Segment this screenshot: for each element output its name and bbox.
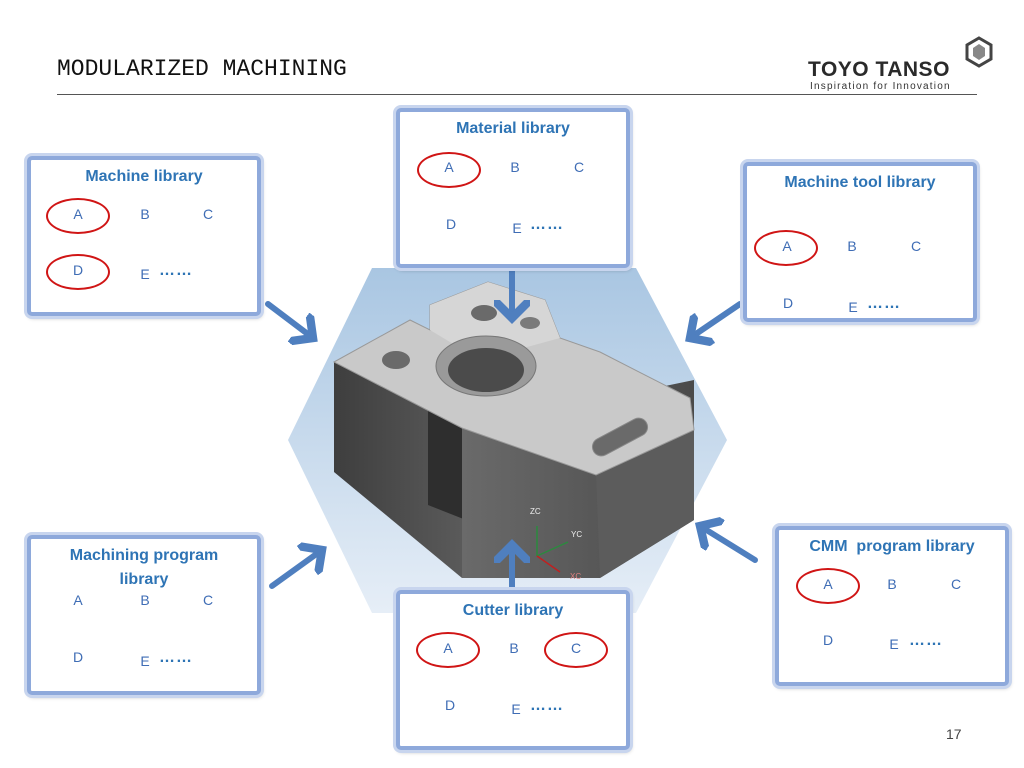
axis-label-zc: ZC xyxy=(530,507,541,516)
machine-tool-item-b[interactable]: B xyxy=(847,238,857,254)
machine-tool-library-box: Machine tool library A B C D E …… xyxy=(743,162,977,322)
cutter-item-e[interactable]: E xyxy=(511,701,521,717)
page-number: 17 xyxy=(946,726,962,742)
material-item-a[interactable]: A xyxy=(444,159,454,175)
arrow-from-cmm xyxy=(700,526,758,563)
cmm-more: …… xyxy=(909,632,943,649)
cutter-item-b[interactable]: B xyxy=(509,640,519,656)
machine-tool-more: …… xyxy=(867,295,901,312)
company-logo: TOYO TANSO Inspiration for Innovation xyxy=(808,36,998,94)
cmm-item-a[interactable]: A xyxy=(823,576,833,592)
cutter-item-d[interactable]: D xyxy=(444,697,456,713)
cutter-library-box: Cutter library A B C D E …… xyxy=(396,590,630,750)
cmm-item-d[interactable]: D xyxy=(822,632,834,648)
arrow-from-machining-program xyxy=(269,550,322,589)
cmm-item-c[interactable]: C xyxy=(950,576,962,592)
machine-item-e[interactable]: E xyxy=(140,266,150,282)
machine-library-box: Machine library A B C D E …… xyxy=(27,156,261,316)
machine-item-b[interactable]: B xyxy=(140,206,150,222)
machining-program-library-title-line1: Machining program xyxy=(69,547,219,564)
machining-program-library-box: Machining program library A B C D E …… xyxy=(27,535,261,695)
machining-program-item-a[interactable]: A xyxy=(73,592,83,608)
axis-label-yc: YC xyxy=(571,530,583,539)
machine-item-c[interactable]: C xyxy=(202,206,214,222)
machine-a-selection-ring xyxy=(46,198,110,234)
material-item-d[interactable]: D xyxy=(445,216,457,232)
cmm-item-e[interactable]: E xyxy=(889,636,899,652)
material-more: …… xyxy=(530,216,564,233)
cmm-a-selection-ring xyxy=(796,568,860,604)
machine-d-selection-ring xyxy=(46,254,110,290)
machine-tool-a-selection-ring xyxy=(754,230,818,266)
flow-arrows xyxy=(265,262,758,599)
logo-tagline: Inspiration for Innovation xyxy=(810,81,951,92)
machine-tool-item-a[interactable]: A xyxy=(782,238,792,254)
machine-tool-library-title: Machine tool library xyxy=(784,174,936,191)
title-divider xyxy=(57,94,977,95)
machining-program-item-c[interactable]: C xyxy=(202,592,214,608)
cmm-program-library-title: CMM program library xyxy=(809,538,975,555)
machine-tool-item-e[interactable]: E xyxy=(848,299,858,315)
material-item-e[interactable]: E xyxy=(512,220,522,236)
cmm-item-b[interactable]: B xyxy=(887,576,897,592)
material-a-selection-ring xyxy=(417,152,481,188)
arrow-from-machine xyxy=(265,301,313,338)
cutter-library-title: Cutter library xyxy=(462,602,564,619)
machining-program-item-d[interactable]: D xyxy=(72,649,84,665)
cmm-program-library-box: CMM program library A B C D E …… xyxy=(775,526,1009,686)
machine-more: …… xyxy=(159,262,193,279)
machining-program-item-e[interactable]: E xyxy=(140,653,150,669)
machined-part-model xyxy=(332,281,695,578)
machining-program-more: …… xyxy=(159,649,193,666)
logo-name: TOYO TANSO xyxy=(808,58,950,81)
machine-item-d[interactable]: D xyxy=(72,262,84,278)
cutter-more: …… xyxy=(530,697,564,714)
cutter-c-selection-ring xyxy=(544,632,608,668)
logo-mark-icon xyxy=(965,36,993,68)
material-item-c[interactable]: C xyxy=(573,159,585,175)
material-library-title: Material library xyxy=(456,120,570,137)
machine-item-a[interactable]: A xyxy=(73,206,83,222)
machining-program-library-title-line2: library xyxy=(119,571,169,588)
cutter-item-a[interactable]: A xyxy=(443,640,453,656)
machine-tool-item-d[interactable]: D xyxy=(782,295,794,311)
cutter-a-selection-ring xyxy=(416,632,480,668)
axis-label-xc: XC xyxy=(570,572,582,581)
machining-program-item-b[interactable]: B xyxy=(140,592,150,608)
machine-library-title: Machine library xyxy=(85,168,203,185)
machine-tool-item-c[interactable]: C xyxy=(910,238,922,254)
material-library-box: Material library A B C D E …… xyxy=(396,108,630,268)
cutter-item-c[interactable]: C xyxy=(570,640,582,656)
arrow-from-machine-tool xyxy=(690,301,743,338)
page-title: MODULARIZED MACHINING xyxy=(57,56,347,82)
material-item-b[interactable]: B xyxy=(510,159,520,175)
